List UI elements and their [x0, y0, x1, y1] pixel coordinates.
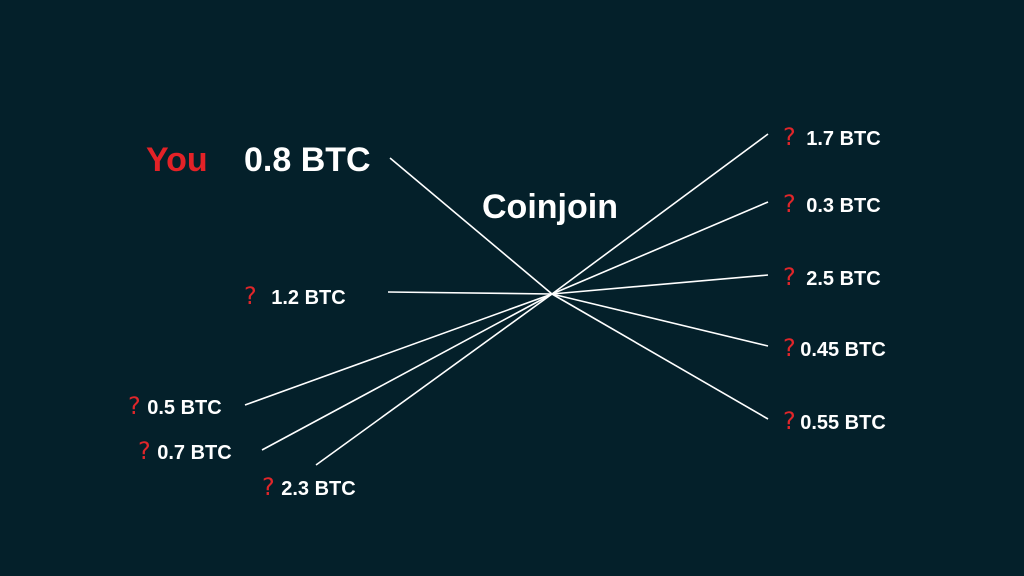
- question-mark-icon: ?: [783, 334, 796, 362]
- input-4: ? 2.3 BTC: [262, 475, 356, 499]
- input-amount: 0.5 BTC: [147, 397, 222, 419]
- output-5: ? 0.55 BTC: [783, 409, 886, 433]
- question-mark-icon: ?: [783, 123, 796, 151]
- output-amount: 0.45 BTC: [800, 339, 886, 361]
- line-output-1: [551, 133, 769, 295]
- question-mark-icon: ?: [128, 392, 141, 420]
- line-input-4: [315, 293, 553, 466]
- line-output-2: [551, 201, 769, 295]
- output-4: ? 0.45 BTC: [783, 336, 886, 360]
- input-amount: 2.3 BTC: [281, 478, 356, 500]
- question-mark-icon: ?: [138, 437, 151, 465]
- question-mark-icon: ?: [244, 282, 257, 310]
- line-output-3: [551, 274, 769, 295]
- output-1: ? 1.7 BTC: [783, 125, 881, 149]
- question-mark-icon: ?: [783, 407, 796, 435]
- output-amount: 1.7 BTC: [806, 128, 881, 150]
- line-output-4: [551, 293, 769, 347]
- input-2: ? 0.5 BTC: [128, 394, 222, 418]
- coinjoin-title: Coinjoin: [482, 188, 618, 226]
- input-amount: 1.2 BTC: [271, 287, 346, 309]
- input-3: ? 0.7 BTC: [138, 439, 232, 463]
- output-2: ? 0.3 BTC: [783, 192, 881, 216]
- line-input-2: [244, 293, 553, 406]
- you-label: You: [146, 141, 208, 179]
- question-mark-icon: ?: [783, 190, 796, 218]
- input-amount: 0.7 BTC: [157, 442, 232, 464]
- output-amount: 2.5 BTC: [806, 268, 881, 290]
- line-output-5: [551, 293, 769, 420]
- input-1: ? 1.2 BTC: [244, 284, 346, 308]
- output-3: ? 2.5 BTC: [783, 265, 881, 289]
- line-input-1: [387, 291, 553, 295]
- line-you-input: [389, 157, 553, 295]
- output-amount: 0.55 BTC: [800, 412, 886, 434]
- question-mark-icon: ?: [262, 473, 275, 501]
- line-input-3: [261, 293, 553, 451]
- you-amount: 0.8 BTC: [244, 141, 371, 179]
- output-amount: 0.3 BTC: [806, 195, 881, 217]
- question-mark-icon: ?: [783, 263, 796, 291]
